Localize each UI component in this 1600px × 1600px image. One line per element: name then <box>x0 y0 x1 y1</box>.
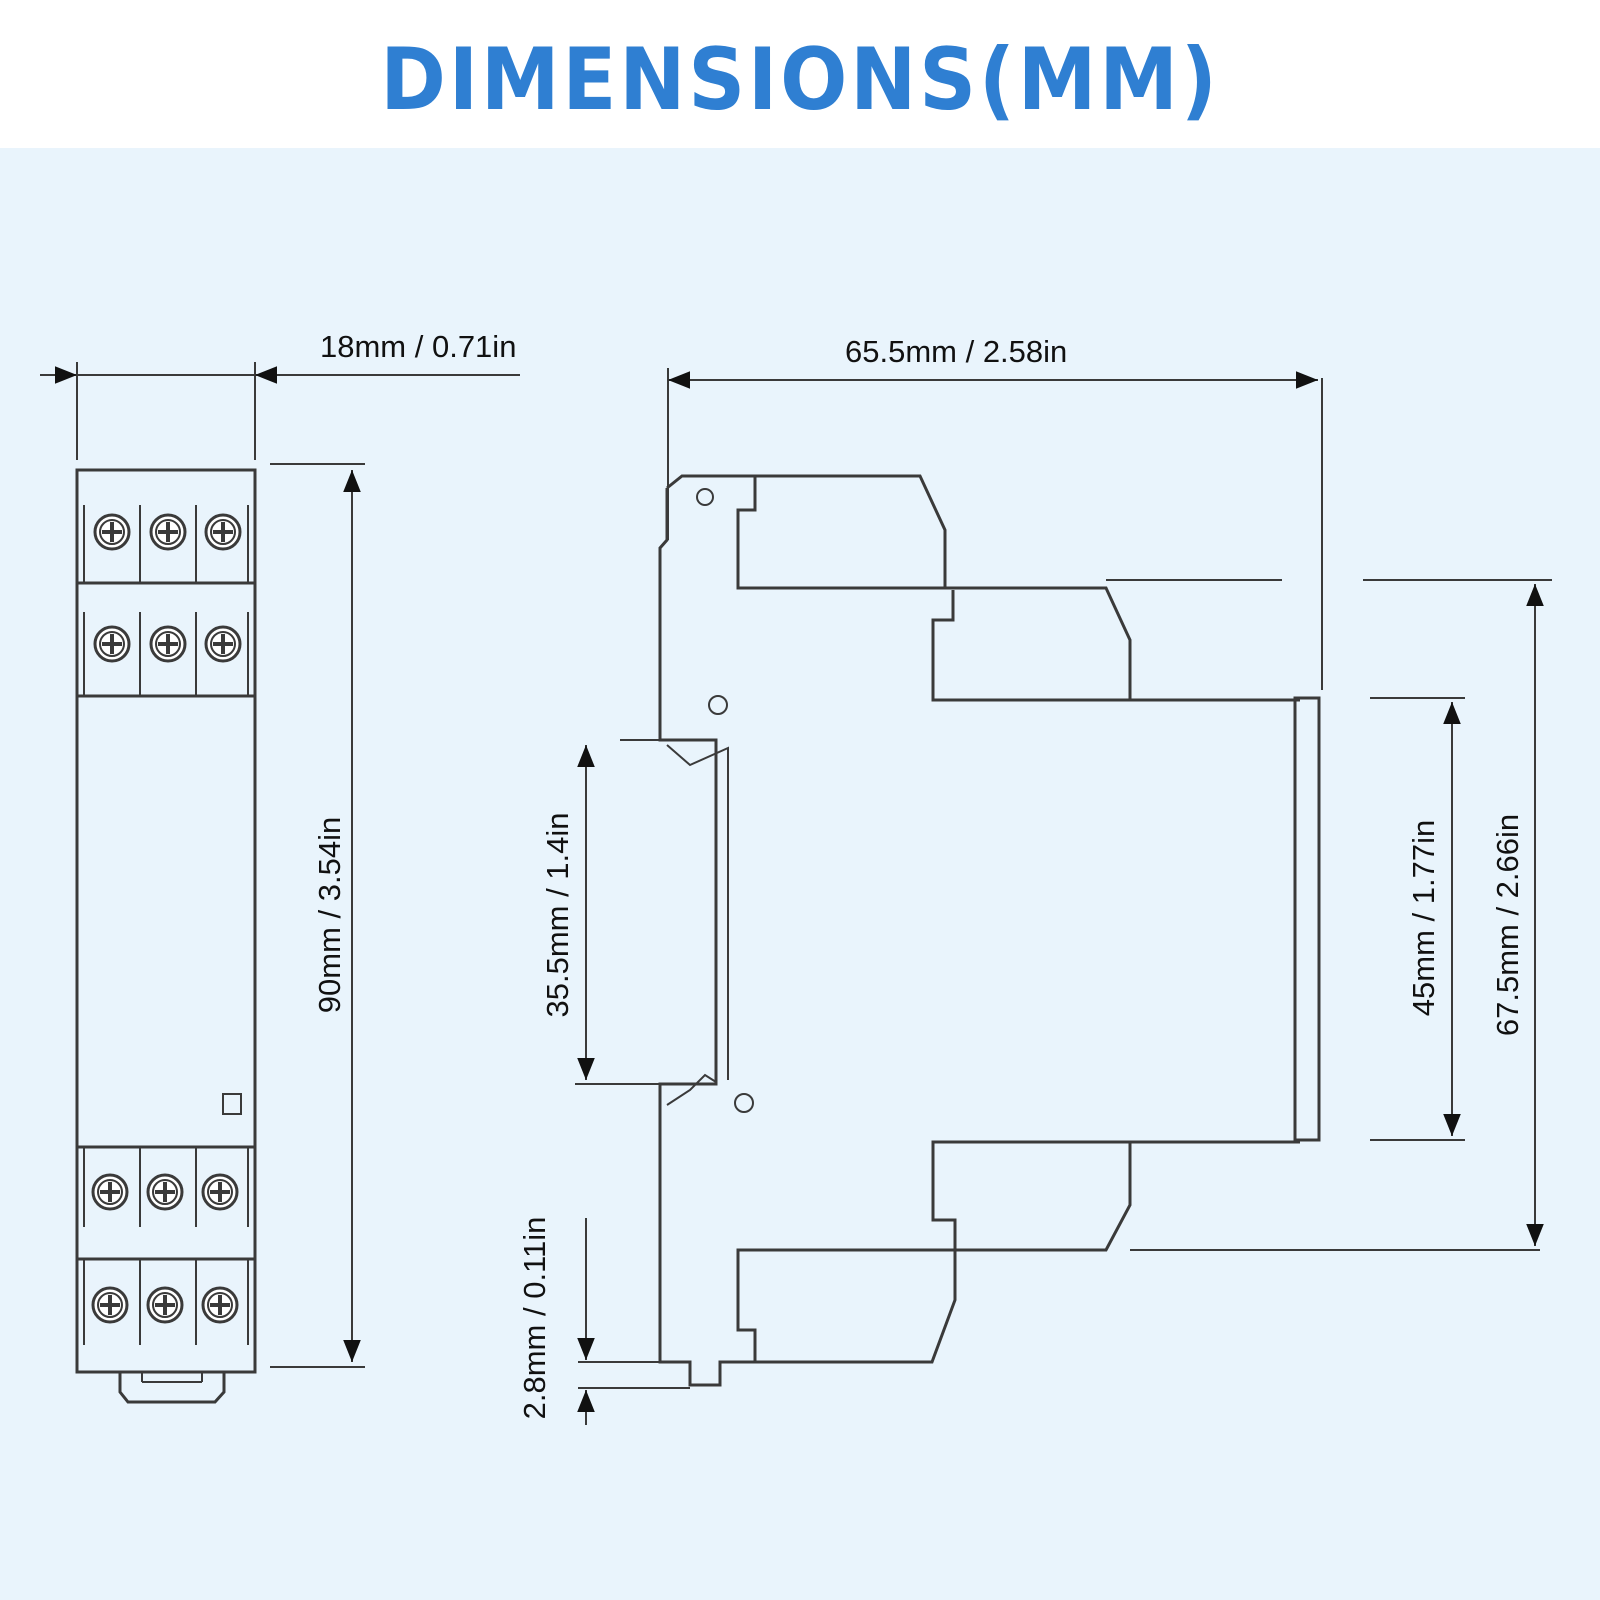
side-view <box>575 474 1540 1387</box>
mount-hole <box>696 488 714 506</box>
front-view <box>75 468 257 1404</box>
terminal-height-label: 67.5mm / 2.66in <box>1490 814 1525 1036</box>
top-housing <box>666 474 952 590</box>
mount-hole <box>734 1093 754 1113</box>
front-body-outline <box>75 468 257 1374</box>
terminal-height-dimension <box>1363 579 1552 1246</box>
front-height-dimension <box>1370 697 1465 1141</box>
terminal-screws <box>91 513 242 1324</box>
page-title: DIMENSIONS(MM) <box>380 30 1220 130</box>
rail-clip-top <box>666 744 729 1080</box>
depth-label: 65.5mm / 2.58in <box>845 334 1067 369</box>
front-face <box>1293 696 1321 1142</box>
depth-dimension <box>667 368 1323 690</box>
mount-hole <box>708 695 728 715</box>
lower-terminal-step <box>931 1140 1132 1252</box>
diagram-background <box>0 148 1600 1600</box>
clip-offset-dimension <box>577 1218 690 1425</box>
clip-offset-label: 2.8mm / 0.11in <box>517 1217 552 1420</box>
height-dimension <box>270 463 365 1368</box>
din-clip <box>118 1372 226 1404</box>
rail-width-label: 35.5mm / 1.4in <box>540 812 575 1017</box>
front-height-label: 45mm / 1.77in <box>1406 820 1441 1016</box>
upper-terminal-step <box>931 586 1132 702</box>
top-cover <box>755 474 947 588</box>
bottom-housing <box>736 1248 957 1364</box>
indicator-led <box>222 1093 242 1115</box>
width-label: 18mm / 0.71in <box>320 329 516 364</box>
height-label: 90mm / 3.54in <box>312 817 347 1013</box>
rail-clip-bottom <box>666 1073 717 1106</box>
title-band: DIMENSIONS(MM) <box>0 0 1600 148</box>
width-dimension <box>40 362 520 460</box>
